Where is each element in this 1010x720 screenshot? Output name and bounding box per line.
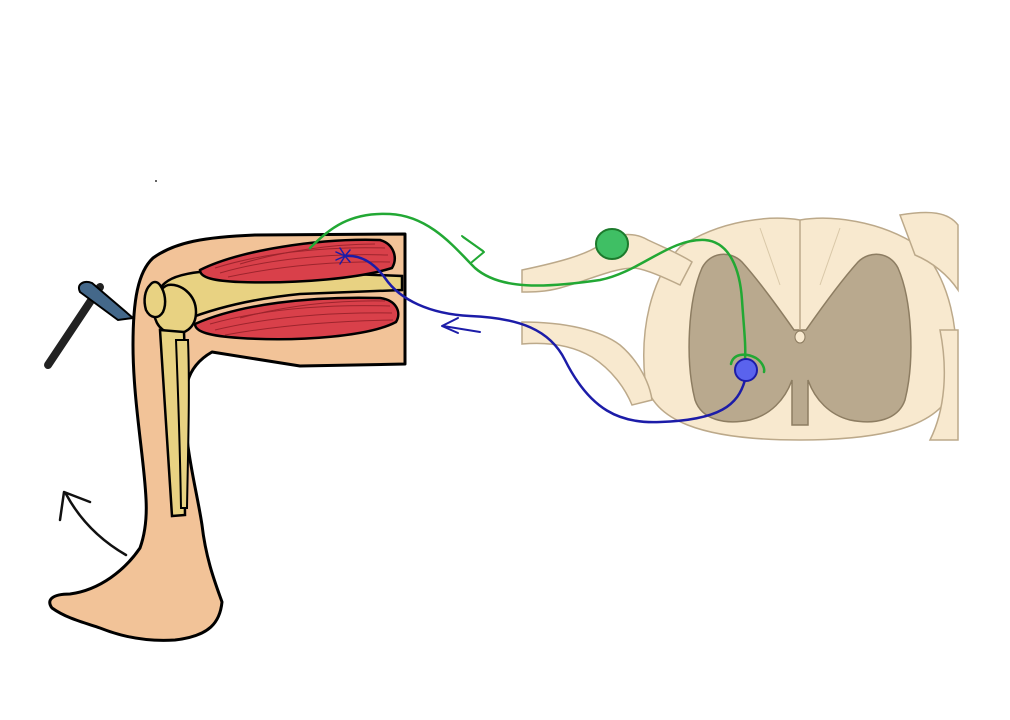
patella — [143, 280, 167, 319]
fibula — [174, 339, 190, 509]
quadriceps-muscle — [198, 238, 396, 284]
neuromuscular-junction — [335, 247, 351, 265]
speck — [155, 180, 157, 182]
sensory-axon — [308, 212, 747, 362]
kick-direction-arrow-icon — [58, 490, 128, 557]
motor-neuron-soma — [734, 358, 758, 382]
spinal-cord — [521, 211, 959, 441]
motor-neuron — [335, 247, 758, 424]
motor-direction-arrow-icon — [441, 317, 481, 334]
dorsal-root-ganglion — [595, 228, 629, 260]
hamstring-muscle — [193, 296, 400, 341]
hamstring-fibers — [209, 300, 394, 336]
quadriceps-fibers — [214, 243, 391, 278]
hammer-head — [78, 281, 136, 322]
sensory-direction-arrow-icon — [461, 235, 485, 263]
leg — [48, 232, 407, 642]
dorsal-horn-line-left — [759, 227, 781, 286]
sensory-synapse-terminal — [729, 353, 766, 374]
right-ventral-root — [928, 329, 959, 441]
reflex-hammer-icon — [44, 281, 136, 369]
right-dorsal-root — [898, 211, 959, 293]
central-canal — [794, 330, 806, 344]
sensory-neuron — [308, 212, 766, 374]
dorsal-horn-line-right — [819, 227, 841, 286]
motor-axon — [343, 254, 747, 424]
